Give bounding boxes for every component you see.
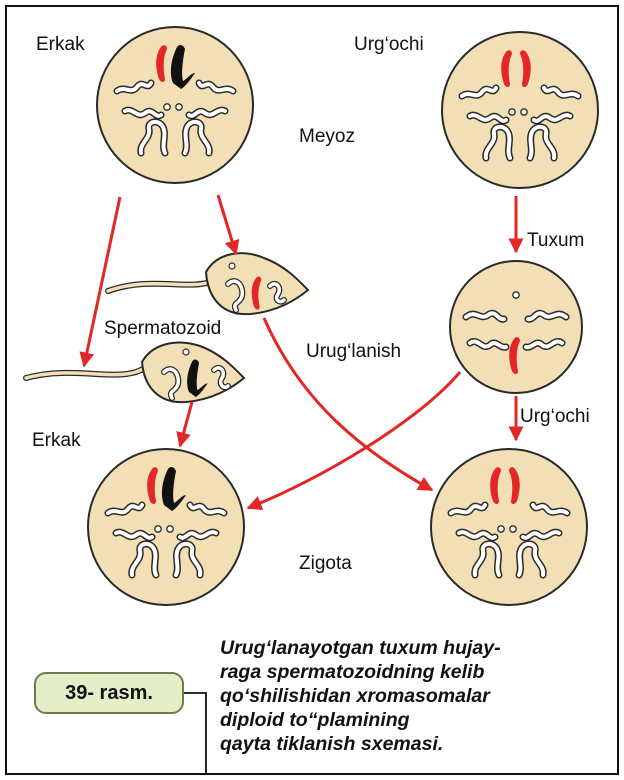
caption-line: qayta tiklanish sxemasi.	[220, 732, 620, 756]
caption-line: Urug‘lanayotgan tuxum hujay-	[220, 636, 620, 660]
caption-line: diploid to“plamining	[220, 708, 620, 732]
caption-line: qo‘shilishidan xromasomalar	[220, 684, 620, 708]
figure-number-badge: 39- rasm.	[34, 672, 184, 714]
caption-line: raga spermatozoidning kelib	[220, 660, 620, 684]
figure-caption: Urug‘lanayotgan tuxum hujay- raga sperma…	[220, 636, 620, 756]
